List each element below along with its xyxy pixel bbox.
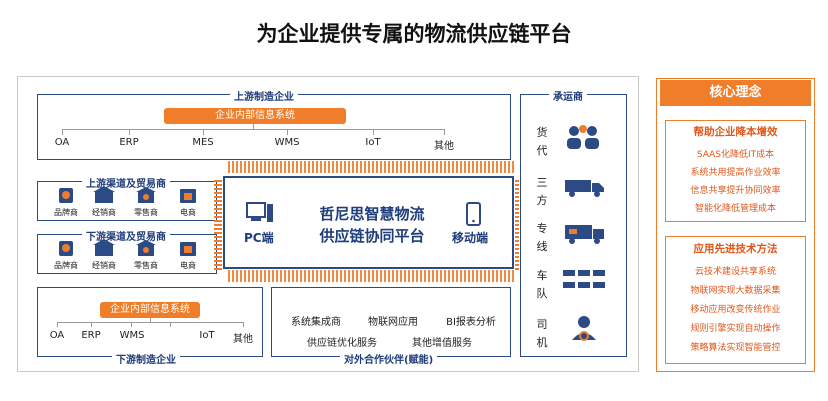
mobile-icon [466,202,482,230]
channel-item: 品牌商 [54,208,78,217]
driver-icon [569,314,599,346]
downstream-tree-stem [150,318,151,322]
channel-icons-row [59,186,196,203]
system-wms: WMS [119,330,145,341]
core-section-tech [665,236,806,364]
downstream-channel-icons [43,239,211,271]
system-oa: OA [49,330,65,341]
core-item: 系统共用提高作业效率 [690,168,781,178]
tree-tick [373,129,374,135]
upstream-tree-stem [253,124,254,129]
core-item: 信息共享提升协同效率 [690,186,781,196]
platform-title: 哲尼思智慧物流 供应链协同平台 [298,203,446,247]
core-concept-title: 核心理念 [660,80,811,106]
channel-item: 电商 [180,208,196,217]
core-item: 物联网实现大数据采集 [690,286,781,296]
downstream-internal-systems-pill: 企业内部信息系统 [100,302,200,318]
bottom-connector [228,270,514,282]
carrier-fleet: 车队 [536,269,548,300]
system-wms: WMS [274,137,300,148]
mobile-label: 移动端 [452,231,489,245]
channel-item: 电商 [180,261,196,270]
system-erp: ERP [119,137,139,148]
partner-item: 系统集成商 [291,317,341,328]
channel-item: 零售商 [134,261,158,270]
channel-item: 零售商 [134,208,158,217]
partners-label: 对外合作伙伴(赋能) [340,351,438,366]
fleet-icon [563,268,607,296]
core-item: SAAS化降低IT成本 [696,150,775,160]
right-connector [515,178,519,270]
partner-item: 供应链优化服务 [307,338,377,349]
page-title: 为企业提供专属的物流供应链平台 [256,22,572,46]
tree-tick [444,129,445,135]
core-section-cost-title: 帮助企业降本增效 [693,126,778,138]
channel-icons-row [59,239,196,256]
core-item: 云技术建设共享系统 [694,267,776,277]
system-oa: OA [54,137,70,148]
partner-item: 物联网应用 [368,317,418,328]
distributor-icon [95,191,113,203]
truck-icon [565,178,605,202]
downstream-tree-line [57,322,243,323]
tree-tick [62,129,63,135]
channel-item: 经销商 [92,261,116,270]
architecture-frame [17,76,639,372]
pc-icon [246,202,274,228]
carriers-label: 承运商 [549,88,587,103]
carrier-3pl: 三方 [536,176,548,207]
left-connector [214,178,222,270]
channel-item: 品牌商 [54,261,78,270]
system-iot: IoT [199,330,215,341]
platform-center-box [223,176,514,269]
upstream-tree-line [62,129,444,130]
upstream-internal-systems-pill: 企业内部信息系统 [164,108,346,124]
core-item: 策略算法实现智能管控 [690,343,781,353]
people-icon [565,124,601,154]
tree-tick [203,129,204,135]
top-connector [228,161,514,173]
partner-item: BI报表分析 [446,317,496,328]
carrier-driver: 司机 [536,318,548,349]
distributor-icon [95,244,113,256]
core-item: 移动应用改变传统作业 [690,305,781,315]
partner-item: 其他增值服务 [412,338,472,349]
system-erp: ERP [81,330,101,341]
tree-tick [287,129,288,135]
upstream-channel-icons [43,186,211,218]
platform-title-line2: 供应链协同平台 [319,227,425,245]
box-truck-icon [565,224,605,248]
tree-tick [129,129,130,135]
core-concept-panel [656,78,815,372]
core-item: 智能化降低管理成本 [694,204,776,214]
core-section-cost [665,120,806,222]
tree-tick [170,322,171,327]
tree-tick [91,322,92,327]
platform-title-line1: 哲尼思智慧物流 [319,205,425,223]
system-mes: MES [192,137,214,148]
tree-tick [57,322,58,327]
core-item: 规则引擎实现自动操作 [690,324,781,334]
carrier-forwarder: 货代 [536,126,548,157]
system-iot: IoT [365,137,381,148]
pc-label: PC端 [244,231,274,245]
core-section-tech-title: 应用先进技术方法 [693,243,778,255]
tree-tick [243,322,244,327]
channel-item: 经销商 [92,208,116,217]
downstream-mfg-label: 下游制造企业 [112,351,180,366]
tree-tick [131,322,132,327]
carrier-dedicated-line: 专线 [536,222,548,253]
upstream-mfg-label: 上游制造企业 [230,88,298,103]
system-other: 其他 [434,141,454,152]
system-other: 其他 [233,334,253,345]
